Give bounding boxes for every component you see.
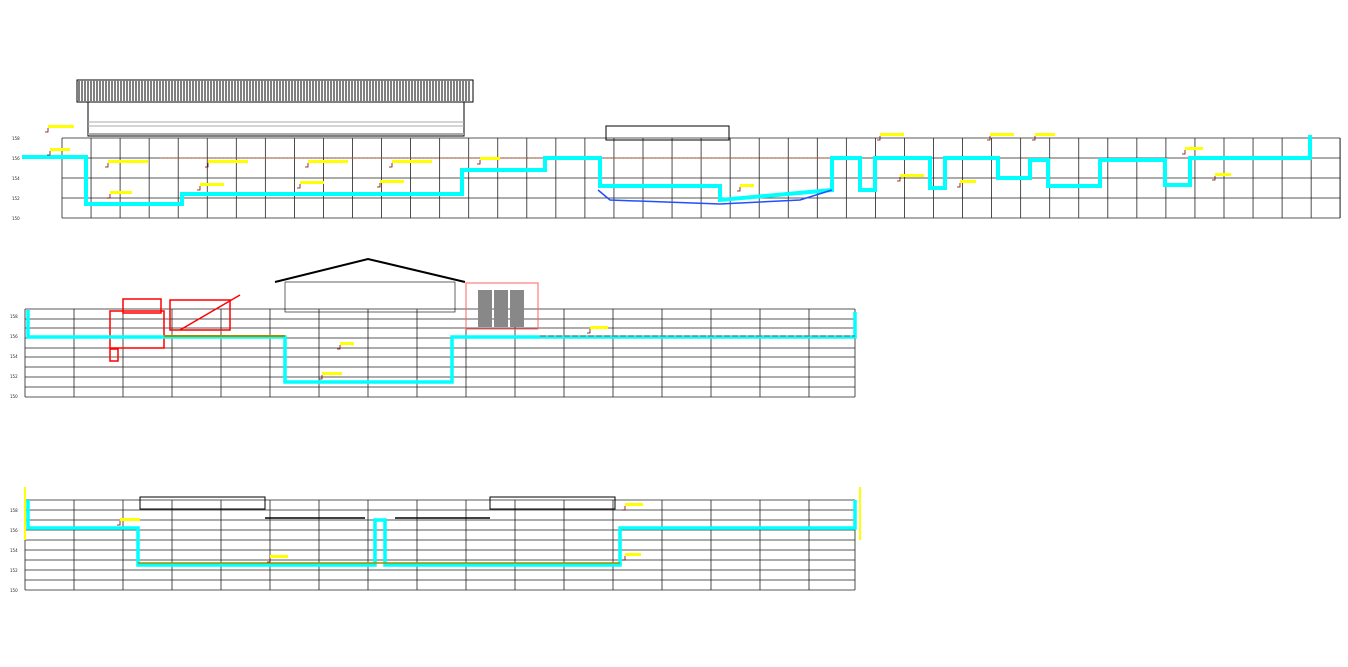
elevation-label: 156	[10, 334, 18, 339]
flow-pipe	[26, 310, 857, 384]
annotation-tag	[200, 183, 224, 186]
elevation-labels: 158 156 154 152 150	[12, 136, 20, 221]
canopy-structure	[139, 496, 266, 510]
building-gable-roof	[274, 257, 466, 283]
annotation-tag	[108, 160, 148, 163]
elevation-label: 150	[10, 394, 18, 399]
elevation-label: 150	[12, 216, 20, 221]
elevation-label: 158	[10, 314, 18, 319]
sludge-line	[597, 189, 833, 205]
annotations	[319, 326, 608, 380]
annotation-tag	[380, 180, 404, 183]
elevation-label: 156	[12, 156, 20, 161]
annotation-tag	[625, 553, 641, 556]
annotation-tag	[960, 180, 976, 183]
annotations	[117, 503, 643, 563]
annotation-tag	[48, 125, 74, 128]
equipment-housing	[465, 282, 539, 330]
annotation-tag	[625, 503, 643, 506]
elevation-label: 156	[10, 528, 18, 533]
annotations	[45, 125, 1231, 199]
annotation-tag	[300, 181, 324, 184]
annotation-tag	[50, 148, 70, 151]
elevation-label: 152	[10, 568, 18, 573]
profile-grid	[24, 308, 856, 398]
elevation-label: 154	[12, 176, 20, 181]
elevation-label: 152	[10, 374, 18, 379]
annotation-tag	[880, 133, 904, 136]
hydraulic-profile-1: 158 156 154 152 150	[12, 79, 1341, 221]
annotation-tag	[340, 342, 354, 345]
annotation-tag	[990, 133, 1014, 136]
elevation-label: 150	[10, 588, 18, 593]
hydraulic-profile-2: 158 156 154 152 150	[10, 257, 857, 399]
elevation-label: 152	[12, 196, 20, 201]
elevation-label: 158	[10, 508, 18, 513]
canopy-structure	[489, 496, 616, 510]
elevation-label: 154	[10, 354, 18, 359]
elevation-label: 158	[12, 136, 20, 141]
annotation-tag	[392, 160, 432, 163]
annotation-tag	[270, 555, 288, 558]
elevation-label: 154	[10, 548, 18, 553]
annotation-tag	[480, 157, 500, 160]
flow-pipe	[26, 500, 857, 567]
annotation-tag	[1035, 133, 1055, 136]
profile-grid	[61, 137, 1341, 219]
building-roof	[76, 79, 474, 137]
annotation-tag	[900, 174, 924, 177]
profile-grid	[24, 499, 856, 591]
annotation-tag	[1185, 147, 1203, 150]
annotation-tag	[740, 184, 754, 187]
screen-equipment	[109, 294, 241, 362]
annotation-tag	[322, 372, 342, 375]
annotation-tag	[110, 191, 132, 194]
annotation-tag	[208, 160, 248, 163]
flow-pipe	[22, 135, 1312, 206]
annotation-tag	[1215, 173, 1231, 176]
annotation-tag	[590, 326, 608, 329]
annotation-tag	[120, 518, 140, 521]
canopy-structure	[605, 125, 730, 141]
hydraulic-profile-3: 158 156 154 152 150	[10, 487, 861, 593]
annotation-tag	[308, 160, 348, 163]
